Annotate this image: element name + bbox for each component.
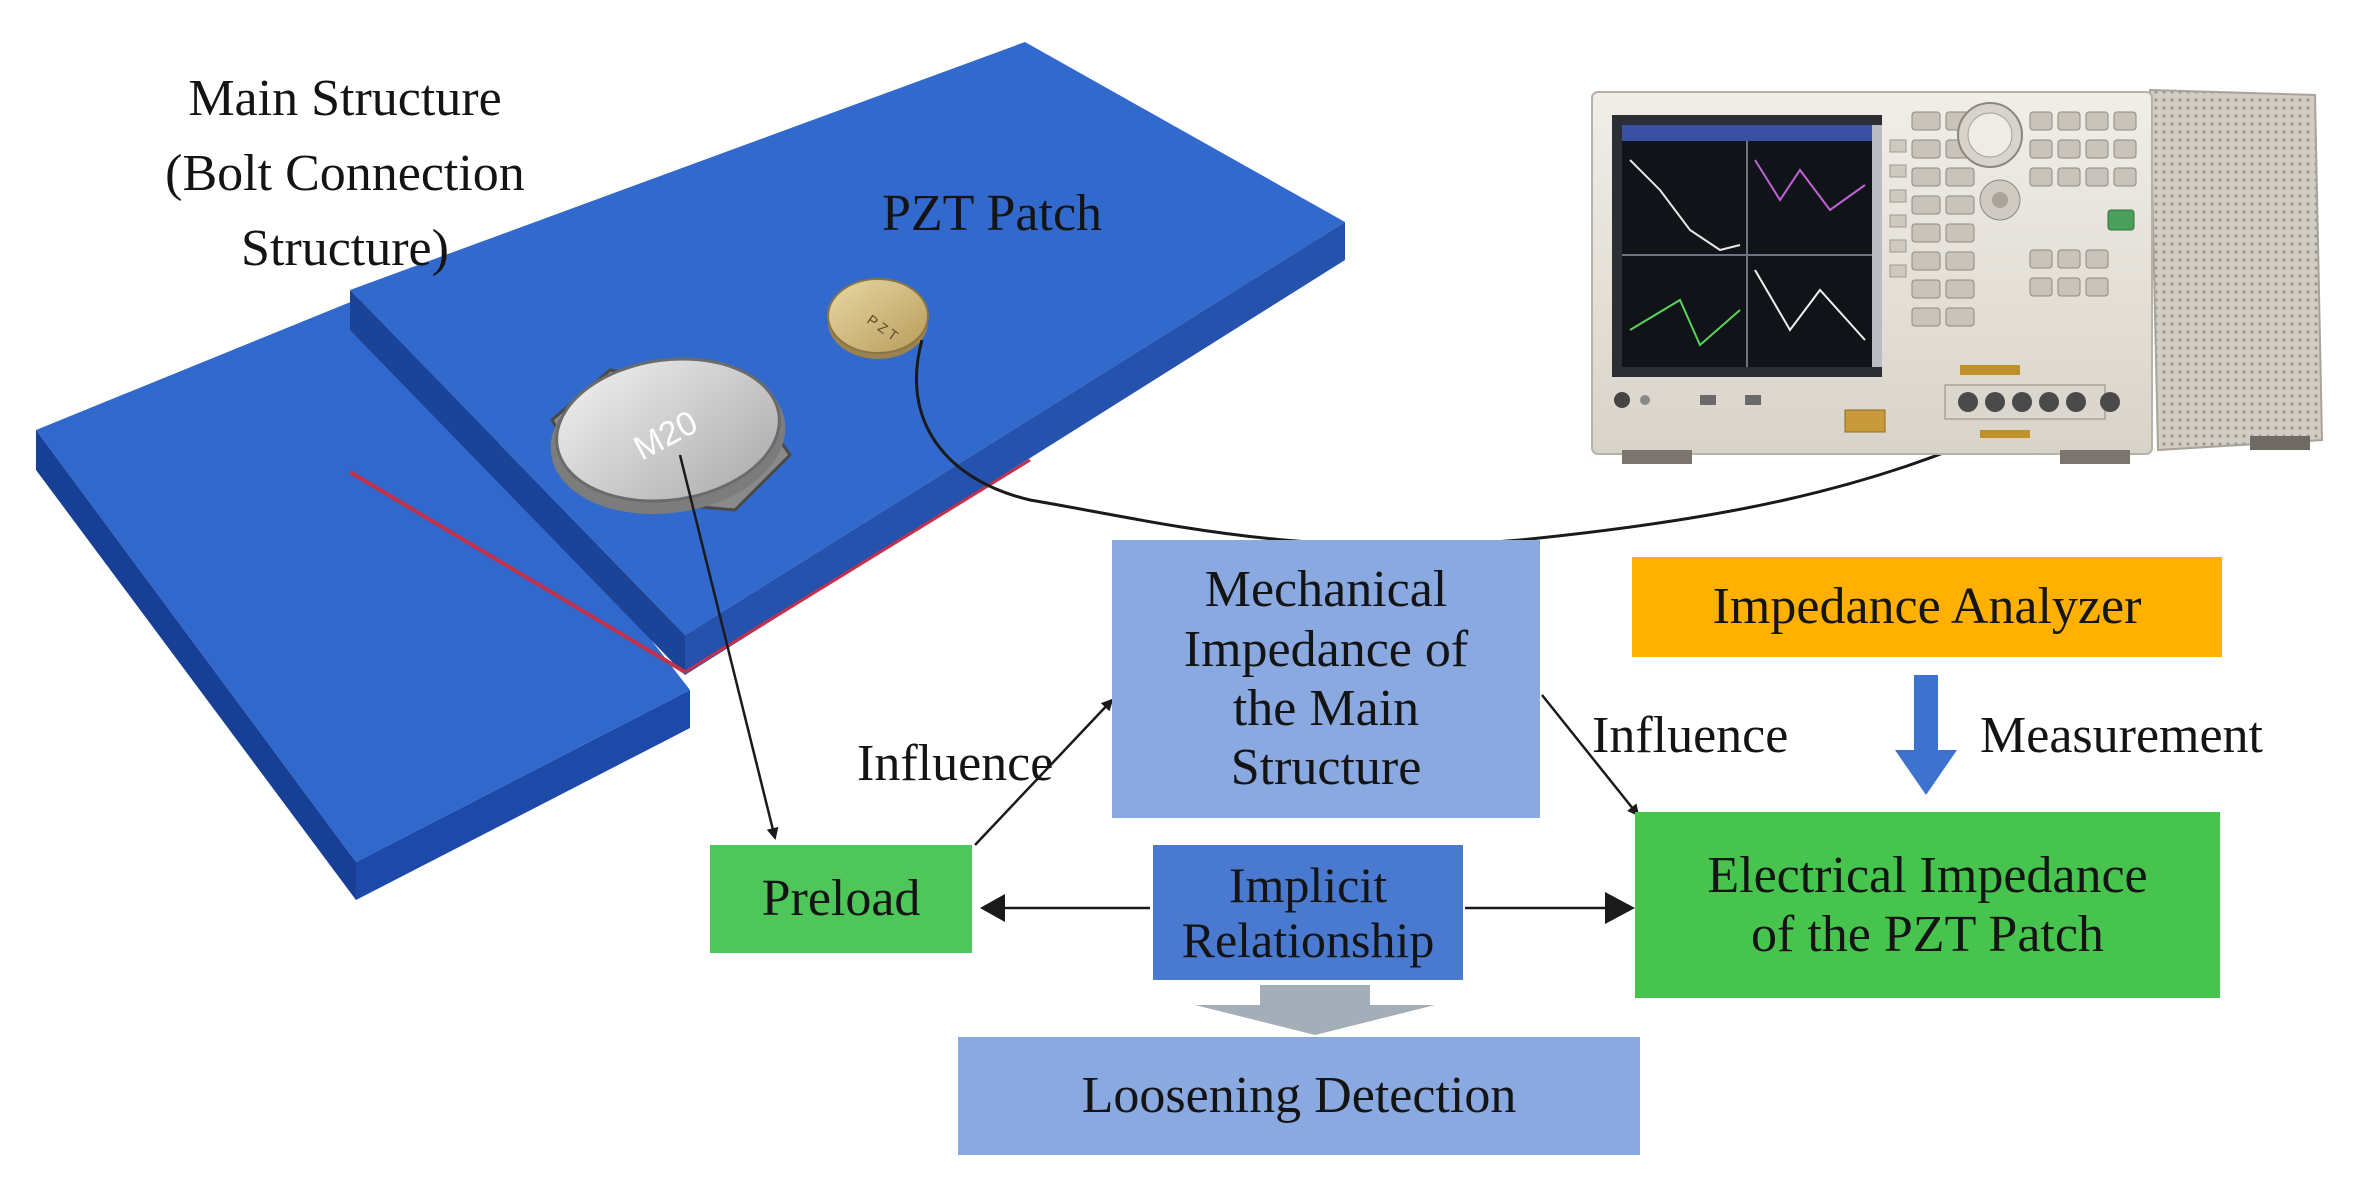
- mechanical-line-2: Impedance of: [1183, 620, 1469, 678]
- main-structure-line-1: Main Structure: [188, 70, 502, 127]
- loosening-detection-box: Loosening Detection: [958, 1037, 1640, 1155]
- implicit-line-1: Implicit: [1228, 856, 1388, 913]
- preload-box: Preload: [710, 845, 972, 953]
- pzt-patch-label: PZT Patch: [882, 185, 1103, 242]
- arrow-preload-to-mechanical: [974, 698, 1114, 846]
- electrical-line-2: of the PZT Patch: [1751, 906, 2104, 963]
- preload-label: Preload: [761, 870, 921, 928]
- electrical-line-1: Electrical Impedance: [1707, 846, 2148, 904]
- bolt-head-icon: M20: [550, 357, 792, 515]
- contact-seam: [348, 470, 687, 674]
- detection-arrow: [1195, 985, 1435, 1035]
- pzt-disc-icon: P Z T: [827, 278, 929, 359]
- measurement-label: Measurement: [1980, 707, 2264, 764]
- mechanical-line-4: Structure: [1230, 739, 1422, 797]
- implicit-line-2: Relationship: [1181, 911, 1435, 968]
- impedance-analyzer-box: Impedance Analyzer: [1632, 557, 2222, 657]
- lower-plate-side: [36, 430, 356, 900]
- electrical-impedance-box: Electrical Impedance of the PZT Patch: [1635, 812, 2220, 998]
- measurement-arrow: [1895, 675, 1957, 795]
- contact-seam-2: [684, 458, 1031, 674]
- influence-right-label: Influence: [1592, 707, 1789, 764]
- influence-left-label: Influence: [857, 735, 1054, 792]
- mechanical-line-3: the Main: [1232, 680, 1420, 737]
- mechanical-impedance-box: Mechanical Impedance of the Main Structu…: [1112, 540, 1540, 818]
- main-structure-line-3: Structure): [241, 219, 449, 277]
- lower-plate-front: [356, 690, 690, 900]
- arrowhead-electrical: [1605, 892, 1635, 924]
- main-structure-line-2: (Bolt Connection: [165, 144, 525, 202]
- impedance-analyzer-label: Impedance Analyzer: [1712, 578, 2142, 636]
- arrowhead-preload: [980, 894, 1005, 922]
- upper-plate-front: [685, 222, 1345, 675]
- arrow-mechanical-to-electrical: [1541, 694, 1640, 817]
- lower-plate-top: [36, 290, 690, 862]
- arrow-bolt-to-preload: [678, 454, 779, 840]
- implicit-relationship-box: Implicit Relationship: [1153, 845, 1463, 980]
- mechanical-line-1: Mechanical: [1204, 561, 1448, 619]
- loosening-detection-label: Loosening Detection: [1081, 1067, 1517, 1125]
- upper-plate-side: [350, 290, 685, 675]
- main-structure-label: Main Structure (Bolt Connection Structur…: [135, 62, 555, 287]
- impedance-analyzer-instrument-icon: [1591, 88, 2324, 464]
